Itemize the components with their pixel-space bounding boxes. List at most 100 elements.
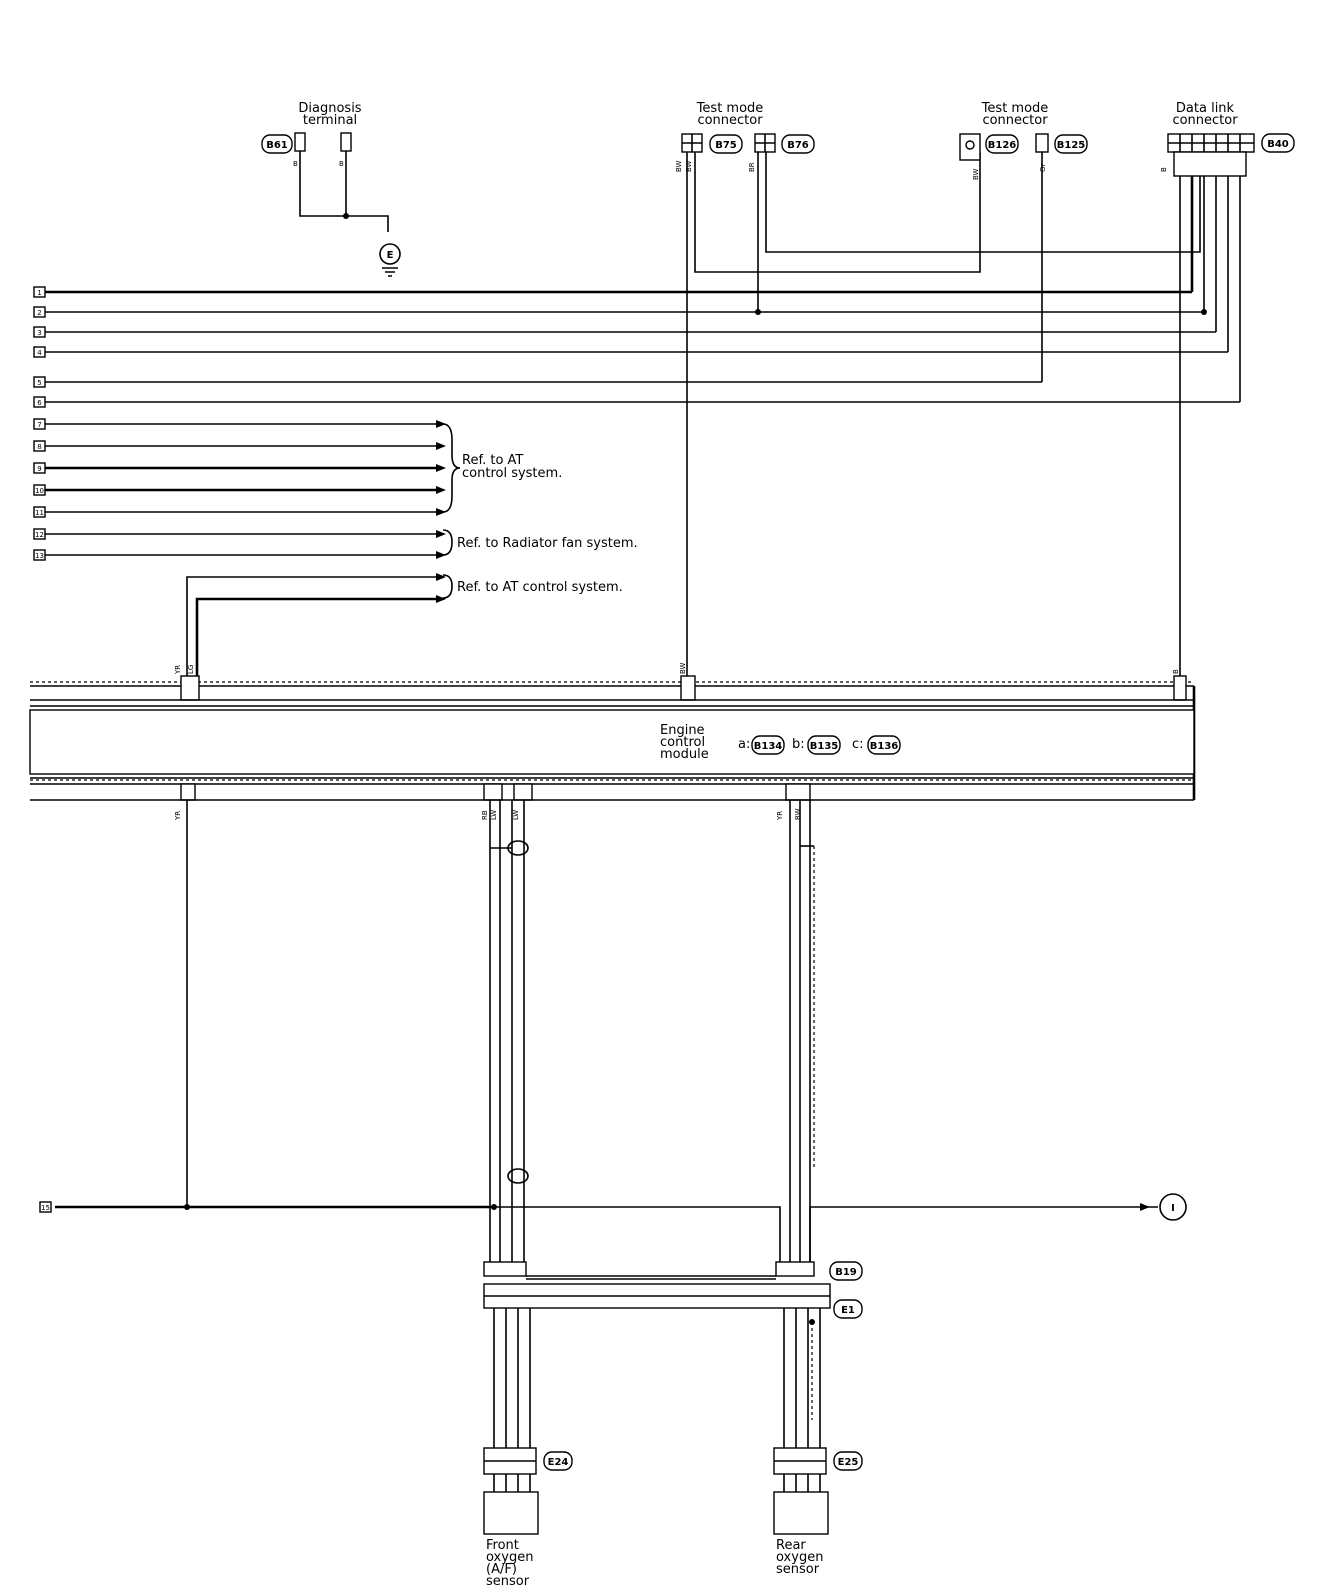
marker-2: 2 — [33, 306, 46, 318]
svg-text:B: B — [1172, 669, 1180, 674]
ecm-prefix-a: a: — [738, 737, 750, 752]
data-link-connector: Data link connector B40 B — [1160, 101, 1295, 676]
marker-13: 13 — [33, 549, 46, 561]
front-sensor-label-4: sensor — [486, 1574, 530, 1589]
test-mode-1-label-2: connector — [697, 113, 763, 128]
marker-4: 4 — [33, 346, 46, 358]
diag-wire-color-2: B — [339, 160, 344, 168]
diagnosis-pin-2 — [340, 132, 352, 152]
ground-e-label: E — [387, 250, 394, 261]
marker-12: 12 — [33, 528, 46, 540]
dl-wire-color: B — [1160, 167, 1168, 172]
rear-oxygen-sensor: E25 Rear oxygen sensor — [773, 1308, 863, 1577]
ecm-label-1: Engine — [660, 723, 705, 738]
marker-7: 7 — [33, 418, 46, 430]
marker-10: 10 — [33, 484, 46, 496]
front-sensor-label-1: Front — [486, 1538, 519, 1553]
svg-text:3: 3 — [37, 329, 41, 337]
ref-at-1-line-2: control system. — [462, 466, 562, 481]
tm1-wire-color-3: BR — [748, 162, 756, 172]
svg-text:4: 4 — [37, 349, 42, 357]
data-link-label-1: Data link — [1176, 101, 1235, 116]
tm1-wire-color-1: BW — [675, 160, 683, 172]
junction-b19-e1: B19 E1 — [483, 1261, 863, 1319]
marker-8: 8 — [33, 440, 46, 452]
front-oxygen-sensor: E24 Front oxygen (A/F) sensor — [483, 1308, 573, 1589]
svg-text:5: 5 — [37, 379, 41, 387]
svg-text:7: 7 — [37, 421, 41, 429]
marker-9: 9 — [33, 462, 46, 474]
connector-b75-tag: B75 — [715, 140, 737, 151]
connector-b61-tag: B61 — [266, 140, 288, 151]
connector-e24-tag: E24 — [548, 1457, 569, 1468]
connector-b40-tag: B40 — [1267, 139, 1289, 150]
left-marker-lines: 1 2 3 4 5 6 7 8 9 10 11 12 13 15 — [33, 286, 1240, 1213]
connector-b135-tag: B135 — [810, 741, 839, 752]
test-mode-1-label-1: Test mode — [696, 101, 764, 116]
test-mode-2-label-1: Test mode — [981, 101, 1049, 116]
svg-text:1: 1 — [37, 289, 41, 297]
svg-text:6: 6 — [37, 399, 42, 407]
diagnosis-pin-1 — [294, 132, 306, 152]
connector-b125-tag: B125 — [1057, 140, 1086, 151]
ecm-pin-labels: YR LG YR BW B RB LW LW YR RW — [174, 662, 1180, 821]
ref-at-2: Ref. to AT control system. — [457, 580, 623, 595]
marker-6: 6 — [33, 396, 46, 408]
svg-text:8: 8 — [37, 443, 41, 451]
ecm-prefix-b: b: — [792, 737, 805, 752]
svg-text:9: 9 — [37, 465, 41, 473]
svg-text:2: 2 — [37, 309, 41, 317]
connector-b134-tag: B134 — [754, 741, 783, 752]
ref-radiator-fan: Ref. to Radiator fan system. — [457, 536, 638, 551]
test-mode-2-label-2: connector — [982, 113, 1048, 128]
front-sensor-label-2: oxygen — [486, 1550, 533, 1565]
svg-text:13: 13 — [35, 552, 44, 560]
front-sensor-label-3: (A/F) — [486, 1562, 517, 1577]
svg-text:YR: YR — [776, 811, 784, 821]
svg-text:LW: LW — [512, 810, 520, 820]
marker-5: 5 — [33, 376, 46, 388]
rear-sensor-label-2: oxygen — [776, 1550, 823, 1565]
diag-wire-color-1: B — [293, 160, 298, 168]
svg-text:RW: RW — [794, 808, 802, 820]
data-link-label-2: connector — [1172, 113, 1238, 128]
svg-text:YR: YR — [174, 665, 182, 675]
marker-3: 3 — [33, 326, 46, 338]
connector-e25-tag: E25 — [838, 1457, 859, 1468]
diagnosis-terminal-label-2: terminal — [303, 113, 357, 128]
ecm-prefix-c: c: — [852, 737, 864, 752]
connector-b126-tag: B126 — [988, 140, 1017, 151]
test-mode-connector-1: Test mode connector B75 B76 BW BW BR — [675, 101, 1201, 676]
tm2-wire-color-1: BW — [972, 168, 980, 180]
connector-b136-tag: B136 — [870, 741, 899, 752]
ground-icon — [379, 243, 401, 265]
connector-b76-tag: B76 — [787, 140, 809, 151]
marker-11: 11 — [33, 506, 46, 518]
svg-text:RB: RB — [481, 810, 489, 820]
ground-i-label: I — [1171, 1203, 1175, 1214]
connector-b19-tag: B19 — [835, 1267, 857, 1278]
tm2-wire-color-2: Or — [1039, 163, 1047, 172]
ecm-label-3: module — [660, 747, 709, 762]
engine-control-module: Engine control module a: B134 b: B135 c:… — [29, 675, 1196, 801]
tm1-wire-color-2: BW — [685, 160, 693, 172]
marker-15: 15 — [39, 1201, 52, 1213]
svg-text:10: 10 — [35, 487, 44, 495]
reference-notes: Ref. to AT control system. Ref. to Radia… — [442, 423, 638, 599]
svg-text:15: 15 — [41, 1204, 50, 1212]
ground-i-symbol — [1159, 1193, 1187, 1221]
connector-e1-tag: E1 — [841, 1305, 855, 1316]
svg-text:BW: BW — [679, 662, 687, 674]
svg-text:LG: LG — [187, 665, 195, 674]
test-mode-connector-2: Test mode connector B126 B125 BW Or — [959, 101, 1088, 382]
svg-text:LW: LW — [490, 810, 498, 820]
ecm-label-2: control — [660, 735, 705, 750]
rear-sensor-label-1: Rear — [776, 1538, 806, 1553]
svg-text:YR: YR — [174, 811, 182, 821]
diagnosis-terminal-label-1: Diagnosis — [298, 101, 361, 116]
sensor-wiring: I — [55, 800, 1187, 1262]
svg-text:11: 11 — [35, 509, 44, 517]
diagnosis-terminal: Diagnosis terminal B61 B B E — [261, 101, 401, 277]
marker-1: 1 — [33, 286, 46, 298]
